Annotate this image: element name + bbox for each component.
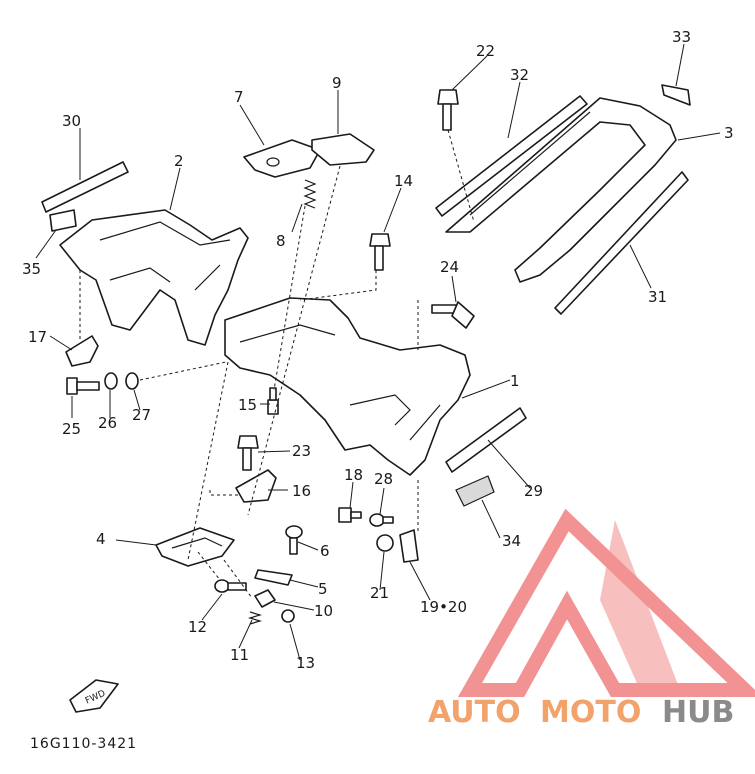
part-21-collar xyxy=(376,534,394,552)
part-35-pad xyxy=(49,209,77,232)
callout-17: 17 xyxy=(28,328,47,346)
part-3-rear-frame xyxy=(445,97,677,283)
callout-22: 22 xyxy=(476,42,495,60)
part-17-bracket xyxy=(65,335,99,367)
callout-21: 21 xyxy=(370,584,389,602)
callout-11: 11 xyxy=(230,646,249,664)
part-12-bolt xyxy=(214,579,247,593)
watermark-text-hub: HUB xyxy=(662,695,734,730)
watermark-text: AUTO MOTO HUB xyxy=(428,695,734,730)
part-7-lid xyxy=(243,139,321,178)
part-18-screw xyxy=(338,507,362,523)
callout-27: 27 xyxy=(132,406,151,424)
part-15-bolt xyxy=(267,387,279,415)
callout-10: 10 xyxy=(314,602,333,620)
callout-6: 6 xyxy=(320,542,330,560)
leader-lines xyxy=(35,43,721,661)
part-4-plate xyxy=(155,527,235,567)
callout-13: 13 xyxy=(296,654,315,672)
part-33-tag xyxy=(661,84,691,106)
callout-30: 30 xyxy=(62,112,81,130)
part-25-bolt xyxy=(66,377,100,395)
watermark-triangle-inner xyxy=(600,520,680,690)
assembly-lines xyxy=(79,129,475,599)
fwd-badge: FWD xyxy=(69,679,119,713)
part-1-center-cover xyxy=(224,297,471,476)
part-22-bolt xyxy=(437,89,459,131)
callout-5: 5 xyxy=(318,580,328,598)
callout-35: 35 xyxy=(22,260,41,278)
part-10-clip xyxy=(254,589,276,608)
callout-9: 9 xyxy=(332,74,342,92)
part-28-screw xyxy=(369,513,394,527)
part-6-screw xyxy=(285,525,303,555)
part-24-bolt xyxy=(431,301,475,329)
part-23-bolt xyxy=(237,435,259,471)
watermark-logo xyxy=(457,508,755,697)
callout-16: 16 xyxy=(292,482,311,500)
callout-2: 2 xyxy=(174,152,184,170)
callout-15: 15 xyxy=(238,396,257,414)
part-29-strip xyxy=(445,407,527,473)
callout-3: 3 xyxy=(724,124,734,142)
part-27-grommet xyxy=(125,372,139,390)
part-9-cover xyxy=(311,133,375,166)
callout-8: 8 xyxy=(276,232,286,250)
callout-31: 31 xyxy=(648,288,667,306)
callout-24: 24 xyxy=(440,258,459,276)
part-34-pad xyxy=(455,475,495,507)
part-19-20-clip xyxy=(399,529,419,563)
callout-19-20: 19•20 xyxy=(420,598,467,616)
watermark-triangle-outer xyxy=(457,508,755,697)
part-13-washer xyxy=(281,609,295,623)
callout-28: 28 xyxy=(374,470,393,488)
watermark-text-moto: MOTO xyxy=(540,695,641,730)
callout-34: 34 xyxy=(502,532,521,550)
callout-12: 12 xyxy=(188,618,207,636)
callout-25: 25 xyxy=(62,420,81,438)
callout-14: 14 xyxy=(394,172,413,190)
callout-4: 4 xyxy=(96,530,106,548)
diagram-code: 16G110-3421 xyxy=(30,736,137,752)
part-5-plate xyxy=(254,569,293,586)
watermark-text-auto: AUTO xyxy=(428,695,521,730)
callout-33: 33 xyxy=(672,28,691,46)
callout-29: 29 xyxy=(524,482,543,500)
part-26-washer xyxy=(104,372,118,390)
part-32-strip xyxy=(435,95,588,217)
callout-18: 18 xyxy=(344,466,363,484)
part-8-spring xyxy=(303,179,317,209)
part-14-bolt xyxy=(369,233,391,271)
part-30-strip xyxy=(41,161,129,213)
part-11-spring xyxy=(247,611,263,625)
part-2-side-cover xyxy=(59,209,249,346)
part-31-rail xyxy=(554,171,689,315)
callout-23: 23 xyxy=(292,442,311,460)
callout-26: 26 xyxy=(98,414,117,432)
callout-32: 32 xyxy=(510,66,529,84)
callout-7: 7 xyxy=(234,88,244,106)
callout-1: 1 xyxy=(510,372,520,390)
callouts: 30 2 35 7 9 8 14 22 32 33 3 31 24 17 1 2… xyxy=(22,28,734,672)
